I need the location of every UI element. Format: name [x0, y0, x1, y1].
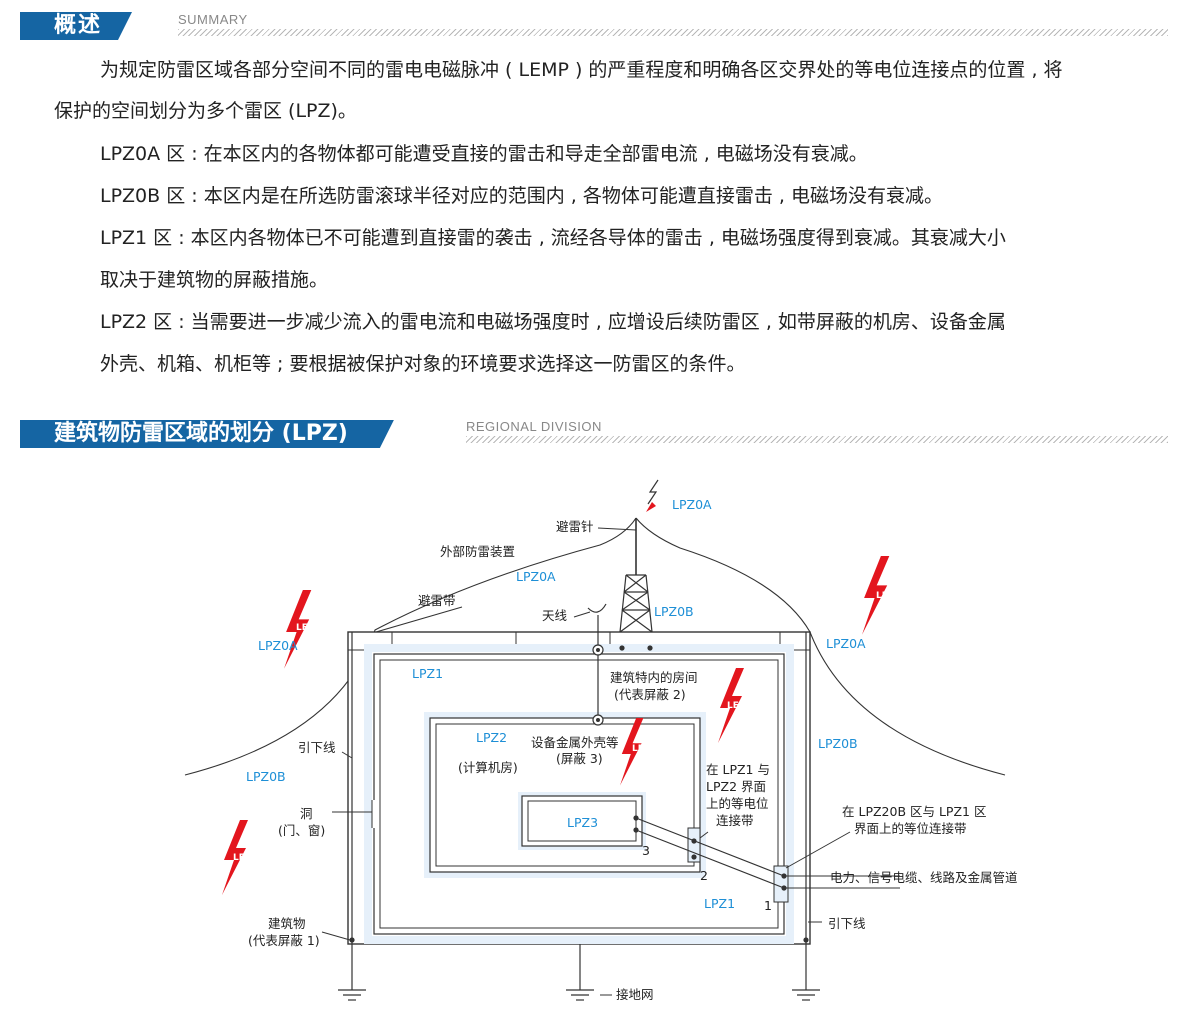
lpz3-equipment — [521, 795, 643, 847]
right-protection-arc — [635, 517, 1006, 776]
lpz1-top-label: LPZ1 — [412, 666, 443, 681]
interface-lpz1-lpz2-line-4: 连接带 — [716, 813, 754, 828]
lightning-strip-label: 避雷带 — [418, 593, 456, 608]
lpz0b-description: LPZ0B 区 : 本区内是在所选防雷滚球半径对应的范围内 , 各物体可能遭直接… — [100, 185, 943, 207]
ground-symbol-left — [338, 989, 366, 1001]
building-label-line-2: (代表屏蔽 1) — [248, 933, 320, 948]
lpz3-label: LPZ3 — [567, 815, 598, 830]
interface-lpz1-lpz2-line-3: 上的等电位 — [706, 796, 769, 811]
equipment-label-line-1: 设备金属外壳等 — [531, 735, 619, 750]
summary-header: 概述 — [20, 12, 132, 40]
cables-label: 电力、信号电缆、线路及金属管道 — [830, 870, 1018, 885]
top-lightning-arrow — [646, 502, 656, 512]
bonding-number-1: 1 — [764, 898, 772, 913]
lpz0a-description: LPZ0A 区 : 在本区内的各物体都可能遭受直接的雷击和导走全部雷电流 , 电… — [100, 143, 868, 165]
cable-bundle — [635, 817, 900, 889]
summary-title: 概述 — [20, 12, 132, 40]
lpz0a-left-label: LPZ0A — [258, 638, 298, 653]
lemp-label-room: LEMP — [727, 701, 755, 711]
lpz2-description-line-2: 外壳、机箱、机柜等 ; 要根据被保护对象的环境要求选择这一防雷区的条件。 — [100, 353, 746, 375]
left-protection-arc — [184, 517, 637, 776]
building-label-line-1: 建筑物 — [268, 916, 306, 931]
bonding-bar-lpz0b-lpz1 — [773, 865, 789, 903]
lpz2-description-line-1: LPZ2 区 : 当需要进一步减少流入的雷电流和电磁场强度时 , 应增设后续防雷… — [100, 311, 1006, 333]
ground-symbol-right — [792, 989, 820, 1001]
bonding-number-3: 3 — [642, 843, 650, 858]
intro-line-1: 为规定防雷区域各部分空间不同的雷电电磁脉冲 ( LEMP ) 的严重程度和明确各… — [100, 59, 1063, 81]
lemp-label-left: LEMP — [296, 623, 324, 633]
regional-division-hatch-divider — [466, 436, 1168, 443]
lpz1-description-line-1: LPZ1 区 : 本区内各物体已不可能遭到直接雷的袭击 , 流经各导体的雷击 ,… — [100, 227, 1006, 249]
lpz0a-mid-label: LPZ0A — [516, 569, 556, 584]
room-label-line-2: (代表屏蔽 2) — [614, 687, 686, 702]
down-conductor-left-label: 引下线 — [298, 740, 336, 755]
lemp-label-bottom-left: LEMP — [233, 853, 261, 863]
lattice-mast — [619, 574, 653, 633]
summary-hatch-divider — [178, 29, 1168, 36]
lpz1-description-line-2: 取决于建筑物的屏蔽措施。 — [100, 269, 329, 291]
equipment-label-line-2: (屏蔽 3) — [556, 751, 603, 766]
intro-line-2: 保护的空间划分为多个雷区 (LPZ)。 — [54, 100, 357, 122]
regional-division-subtitle: REGIONAL DIVISION — [466, 419, 602, 434]
lightning-rod-label: 避雷针 — [556, 519, 594, 534]
regional-division-title: 建筑物防雷区域的划分 (LPZ) — [20, 420, 394, 448]
interface-lpz0b-lpz1-line-2: 界面上的等位连接带 — [854, 821, 967, 836]
bonding-number-2: 2 — [700, 868, 708, 883]
hole-label-line-2: (门、窗) — [278, 823, 325, 838]
lpz0a-top-label: LPZ0A — [672, 497, 712, 512]
lpz0b-mast-label: LPZ0B — [654, 604, 694, 619]
external-protection-label: 外部防雷装置 — [440, 544, 515, 559]
lemp-label-equipment: LEMP — [632, 744, 660, 754]
lpz1-shield-band — [364, 644, 794, 944]
lpz1-inner-wall — [373, 653, 785, 935]
lpz1-bottom-label: LPZ1 — [704, 896, 735, 911]
regional-division-header: 建筑物防雷区域的划分 (LPZ) — [20, 420, 394, 448]
room-label-line-1: 建筑特内的房间 — [610, 670, 698, 685]
hole-label-line-1: 洞 — [300, 806, 313, 821]
lpz0b-right-label: LPZ0B — [818, 736, 858, 751]
summary-subtitle: SUMMARY — [178, 12, 248, 27]
down-conductor-right-label: 引下线 — [828, 916, 866, 931]
interface-lpz1-lpz2-line-2: LPZ2 界面 — [706, 779, 766, 794]
lpz0b-left-label: LPZ0B — [246, 769, 286, 784]
ground-grid-label: 接地网 — [616, 987, 654, 1002]
antenna — [587, 603, 607, 613]
ground-symbol-center — [566, 989, 594, 1001]
top-lightning-icon — [647, 479, 659, 505]
lpz2-label: LPZ2 — [476, 730, 507, 745]
interface-lpz0b-lpz1-line-1: 在 LPZ20B 区与 LPZ1 区 — [842, 804, 986, 819]
interface-lpz1-lpz2-line-1: 在 LPZ1 与 — [706, 762, 770, 777]
lemp-label-right: LEMP — [876, 591, 904, 601]
computer-room-label: (计算机房) — [458, 760, 518, 775]
antenna-label: 天线 — [542, 608, 568, 623]
lpz0a-right-label: LPZ0A — [826, 636, 866, 651]
